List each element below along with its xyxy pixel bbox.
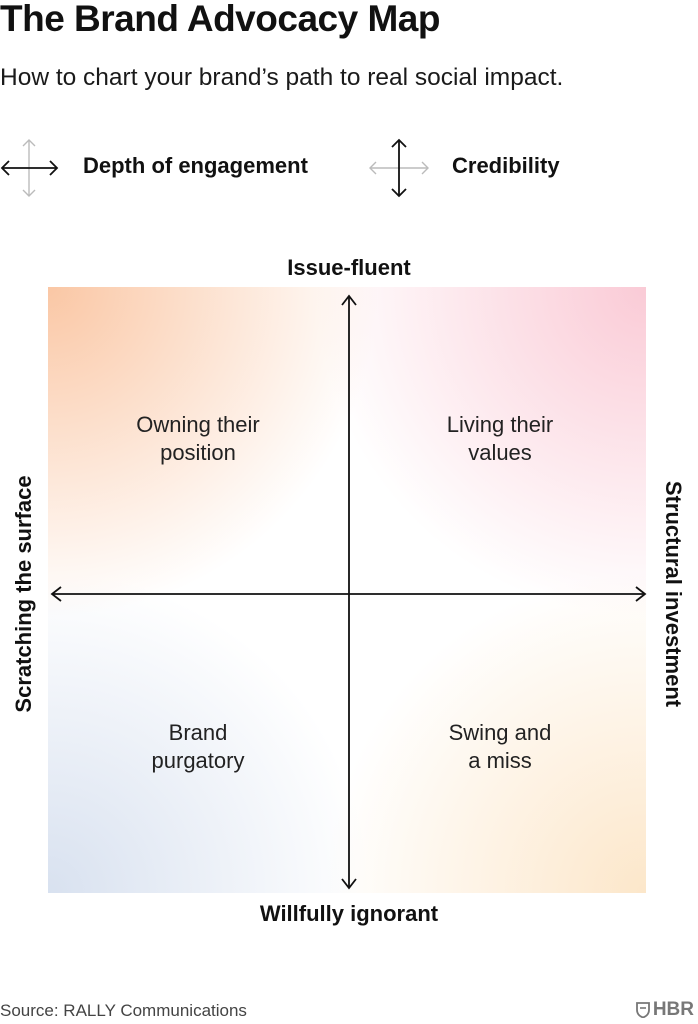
axis-label-bottom: Willfully ignorant bbox=[259, 901, 439, 926]
hbr-logo: HBR bbox=[635, 999, 694, 1021]
page-title: The Brand Advocacy Map bbox=[0, 0, 440, 39]
source-credit: Source: RALLY Communications bbox=[0, 1001, 247, 1020]
hbr-logo-text: HBR bbox=[652, 999, 694, 1020]
legend-label-depth: Depth of engagement bbox=[83, 153, 308, 178]
up-arrowhead bbox=[341, 294, 357, 306]
axis-label-top: Issue-fluent bbox=[287, 255, 411, 280]
page-subtitle: How to chart your brand’s path to real s… bbox=[0, 64, 564, 91]
legend-item-depth: Depth of engagement bbox=[0, 138, 330, 198]
axis-label-left: Scratching the surface bbox=[11, 475, 36, 713]
horizontal-arrows-icon bbox=[0, 139, 59, 197]
left-arrowhead bbox=[50, 586, 62, 602]
quadrant-background bbox=[48, 287, 646, 893]
axis-label-right: Structural investment bbox=[661, 480, 686, 708]
shield-icon bbox=[635, 1002, 650, 1018]
vertical-arrows-icon bbox=[369, 138, 429, 198]
right-arrowhead bbox=[635, 586, 647, 602]
legend-label-credibility: Credibility bbox=[452, 153, 560, 178]
down-arrowhead bbox=[341, 878, 357, 890]
legend-item-credibility: Credibility bbox=[368, 138, 608, 198]
